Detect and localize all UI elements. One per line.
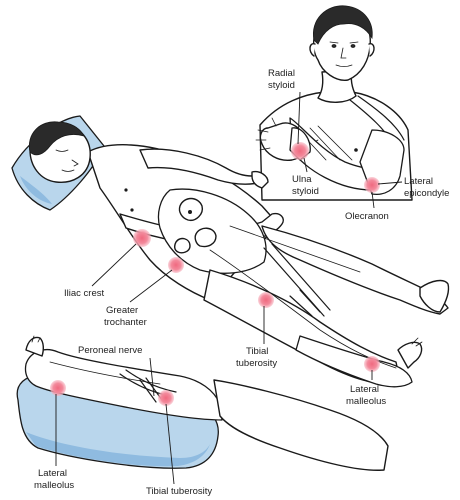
standing-patient-figure: [255, 5, 413, 201]
label-radial-styloid-line2: styloid: [268, 80, 295, 91]
pressure-point-lateral-epicondyle: [364, 177, 380, 193]
thigh: [213, 379, 389, 471]
hair: [313, 5, 373, 45]
pressure-point-iliac-crest: [133, 229, 151, 247]
label-tibial-tuberosity-lower: Tibial tuberosity: [146, 486, 212, 497]
label-greater-trochanter-line2: trochanter: [104, 317, 147, 328]
pressure-point-lateral-malleolus-left: [50, 380, 66, 396]
pressure-point-tibial-tuberosity-upper: [258, 292, 274, 308]
label-lateral-malleolus-left-line2: malleolus: [34, 480, 74, 491]
pressure-point-lateral-malleolus-right: [364, 356, 380, 372]
label-peroneal-nerve: Peroneal nerve: [78, 345, 142, 356]
label-olecranon: Olecranon: [345, 211, 389, 222]
label-lateral-malleolus-right-line2: malleolus: [346, 396, 386, 407]
supine-patient-figure: [11, 115, 450, 388]
leader-lines: [55, 91, 403, 485]
label-radial-styloid-line1: Radial: [268, 68, 295, 79]
pressure-point-greater-trochanter: [168, 257, 184, 273]
left-foot: [397, 341, 423, 369]
pressure-point-radial-styloid: [291, 142, 309, 160]
pressure-points: [50, 142, 380, 406]
label-tibial-tuberosity-upper-line2: tuberosity: [236, 358, 277, 369]
label-lateral-epicondyle-line2: epicondyle: [404, 188, 449, 199]
toes: [25, 336, 45, 357]
label-lateral-epicondyle-line1: Lateral: [404, 176, 433, 187]
anatomical-labels: Radial styloid Ulna styloid Lateral epic…: [34, 68, 449, 497]
label-greater-trochanter-line1: Greater: [106, 305, 138, 316]
lower-leg-cast: [295, 335, 413, 388]
pressure-point-tibial-tuberosity-lower: [158, 390, 174, 406]
label-lateral-malleolus-right-line1: Lateral: [350, 384, 379, 395]
label-tibial-tuberosity-upper-line1: Tibial: [246, 346, 268, 357]
label-lateral-malleolus-left-line1: Lateral: [38, 468, 67, 479]
label-iliac-crest: Iliac crest: [64, 288, 104, 299]
sling-strap: [357, 95, 405, 141]
label-ulna-styloid-line1: Ulna: [292, 174, 312, 185]
long-leg-cast: [24, 349, 223, 421]
label-ulna-styloid-line2: styloid: [292, 186, 319, 197]
